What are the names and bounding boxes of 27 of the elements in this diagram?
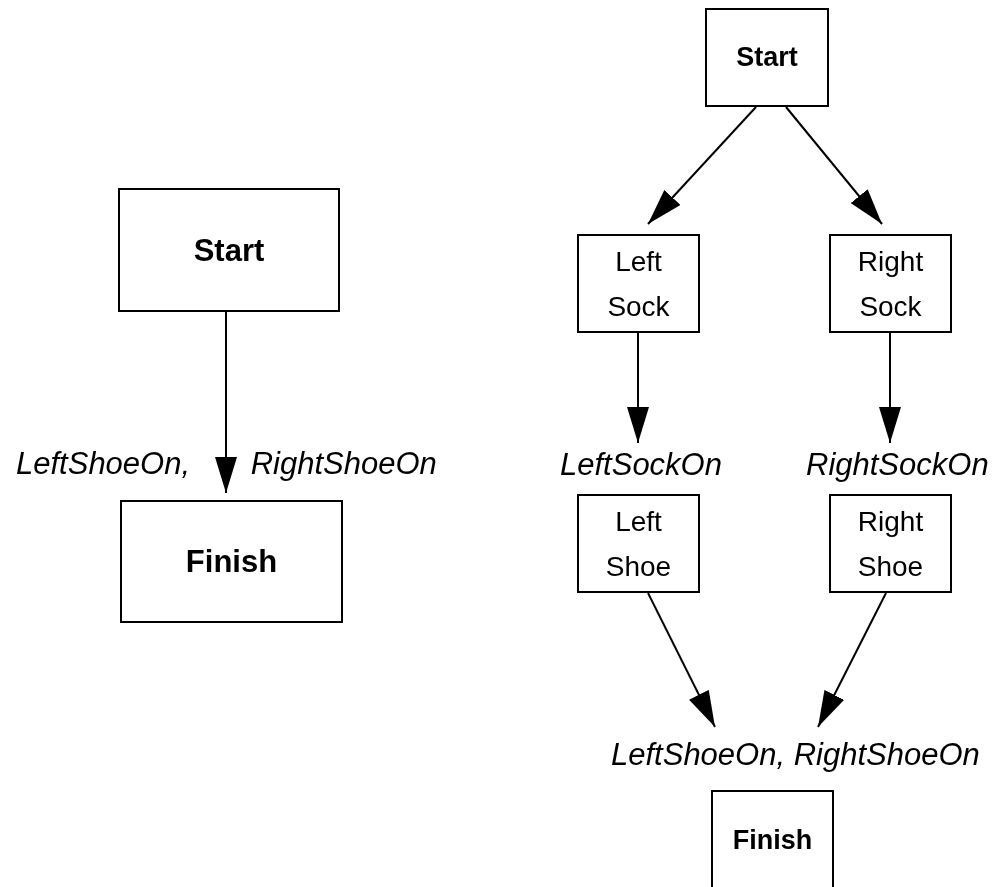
arrow bbox=[647, 106, 757, 225]
box-label: Start bbox=[736, 41, 798, 74]
action-box bbox=[577, 234, 700, 333]
precondition-label: LeftShoeOn, RightShoeOn bbox=[16, 445, 437, 483]
action-box bbox=[829, 234, 952, 333]
terminal-box bbox=[118, 188, 340, 312]
box-label: Left Sock bbox=[606, 244, 671, 324]
box-label: Left Shoe bbox=[604, 504, 673, 584]
arrow bbox=[647, 592, 716, 728]
terminal-box bbox=[705, 8, 829, 107]
arrow bbox=[215, 311, 237, 494]
arrow bbox=[627, 332, 649, 444]
box-label: Right Shoe bbox=[856, 504, 925, 584]
box-label: Finish bbox=[732, 824, 813, 857]
precondition-label: RightSockOn bbox=[806, 446, 989, 484]
action-box bbox=[829, 494, 952, 593]
box-label: Start bbox=[193, 231, 265, 270]
action-box bbox=[577, 494, 700, 593]
arrow bbox=[785, 106, 883, 225]
box-label: Finish bbox=[185, 543, 278, 581]
arrow bbox=[817, 592, 887, 728]
terminal-box bbox=[711, 790, 834, 887]
terminal-box bbox=[120, 500, 343, 623]
precondition-label: LeftShoeOn, RightShoeOn bbox=[611, 736, 980, 774]
precondition-label: LeftSockOn bbox=[560, 446, 722, 484]
box-label: Right Sock bbox=[856, 244, 925, 324]
arrow bbox=[879, 332, 901, 444]
